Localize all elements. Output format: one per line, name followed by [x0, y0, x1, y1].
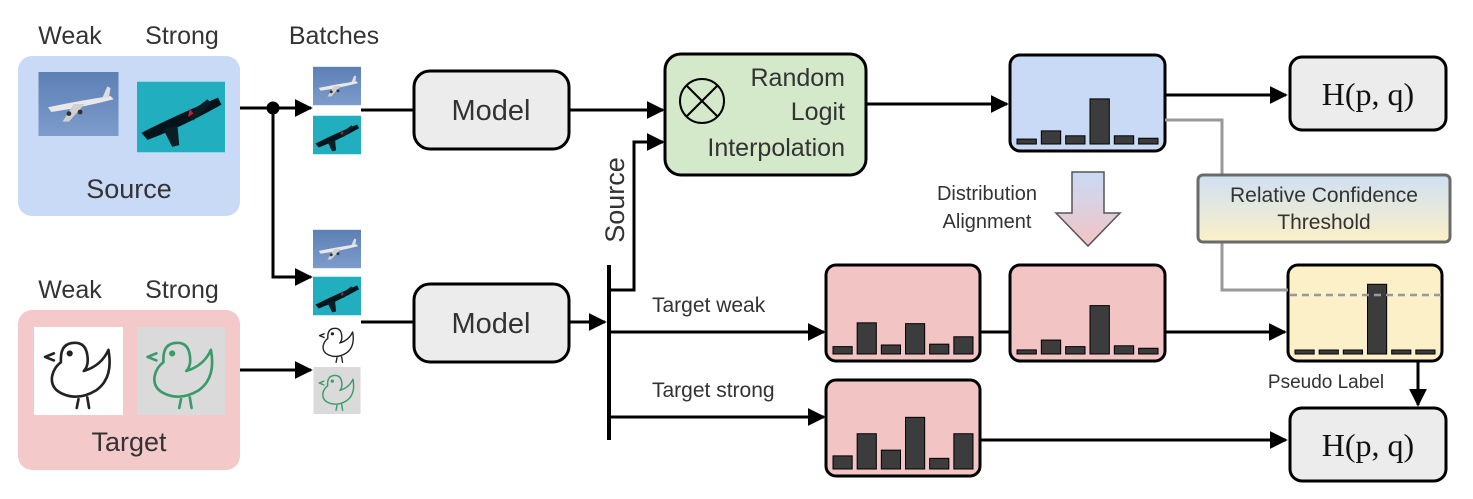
histogram-bar — [1016, 349, 1037, 355]
histogram-bar — [1367, 283, 1388, 355]
batch-source-strong-2 — [313, 276, 361, 316]
histogram-bar — [832, 455, 853, 470]
histogram-bar — [1113, 345, 1135, 355]
target-weak-label: Weak — [38, 276, 102, 304]
histogram-bar — [1089, 98, 1110, 145]
rli-label-line3: Interpolation — [707, 134, 845, 162]
source-histogram-box — [1008, 53, 1167, 153]
target-model-label: Model — [452, 308, 531, 340]
target-weak-aligned-box — [1008, 263, 1167, 363]
batch-target-strong — [313, 367, 361, 414]
target-loss-box — [1288, 406, 1448, 483]
histogram-bar — [1040, 339, 1062, 355]
histogram-bar — [1065, 135, 1086, 145]
histogram-bar — [1113, 135, 1135, 145]
batch-source-strong — [313, 115, 361, 155]
histogram-bar — [856, 322, 877, 355]
histogram-bar — [1040, 130, 1062, 145]
rli-label-line1: Random — [751, 64, 846, 92]
circled-times-icon — [679, 78, 725, 124]
source-vertical-label: Source — [600, 157, 630, 243]
target-strong-histogram — [832, 416, 974, 470]
pseudo-label-histogram — [1294, 283, 1436, 355]
batches-label: Batches — [289, 22, 379, 50]
histogram-bar — [905, 323, 926, 355]
histogram-bar — [1318, 349, 1339, 355]
distribution-alignment-line2: Alignment — [943, 211, 1032, 233]
histogram-bar — [929, 343, 950, 355]
rli-label-line2: Logit — [791, 98, 845, 126]
histogram-bar — [1138, 137, 1159, 145]
target-panel-label: Target — [91, 427, 167, 457]
relative-confidence-box — [1196, 173, 1452, 244]
target-strong-label: Strong — [145, 276, 219, 304]
target-loss-label: H(p, q) — [1322, 427, 1414, 463]
histogram-bar — [832, 346, 853, 355]
source-weak-image — [38, 72, 119, 136]
histogram-bar — [1294, 349, 1315, 355]
histogram-bar — [880, 344, 901, 355]
batch-source-weak — [313, 66, 361, 106]
histogram-bar — [856, 433, 877, 470]
histogram-bar — [953, 336, 974, 355]
source-strong-image — [137, 81, 225, 153]
histogram-bar — [1065, 346, 1086, 355]
relative-confidence-line2: Threshold — [1277, 211, 1370, 234]
source-strong-label: Strong — [145, 22, 219, 50]
distribution-alignment-line1: Distribution — [937, 183, 1037, 205]
histogram-bar — [1016, 138, 1037, 145]
source-panel-label: Source — [86, 174, 172, 204]
source-loss-box — [1288, 55, 1448, 132]
source-model-label: Model — [452, 95, 531, 127]
histogram-bar — [1342, 349, 1364, 355]
histogram-bar — [1138, 347, 1159, 355]
histogram-bar — [905, 416, 926, 470]
source-histogram — [1016, 98, 1159, 145]
target-weak-route-label: Target weak — [652, 294, 766, 317]
batch-source-weak-2 — [313, 229, 361, 269]
histogram-bar — [929, 457, 950, 470]
source-weak-label: Weak — [38, 22, 102, 50]
pseudo-label-text: Pseudo Label — [1268, 372, 1384, 393]
target-strong-route-label: Target strong — [652, 379, 775, 402]
target-strong-image — [137, 327, 225, 415]
relative-confidence-line1: Relative Confidence — [1230, 184, 1418, 207]
histogram-bar — [880, 449, 901, 470]
histogram-bar — [1415, 349, 1436, 355]
target-weak-raw-histogram — [832, 322, 974, 355]
source-loss-label: H(p, q) — [1322, 76, 1414, 112]
pseudo-label-box — [1286, 263, 1444, 363]
histogram-bar — [953, 433, 974, 470]
target-weak-aligned-histogram — [1016, 305, 1159, 355]
histogram-bar — [1089, 305, 1110, 355]
distribution-alignment-arrow — [1054, 171, 1122, 248]
histogram-bar — [1391, 349, 1412, 355]
